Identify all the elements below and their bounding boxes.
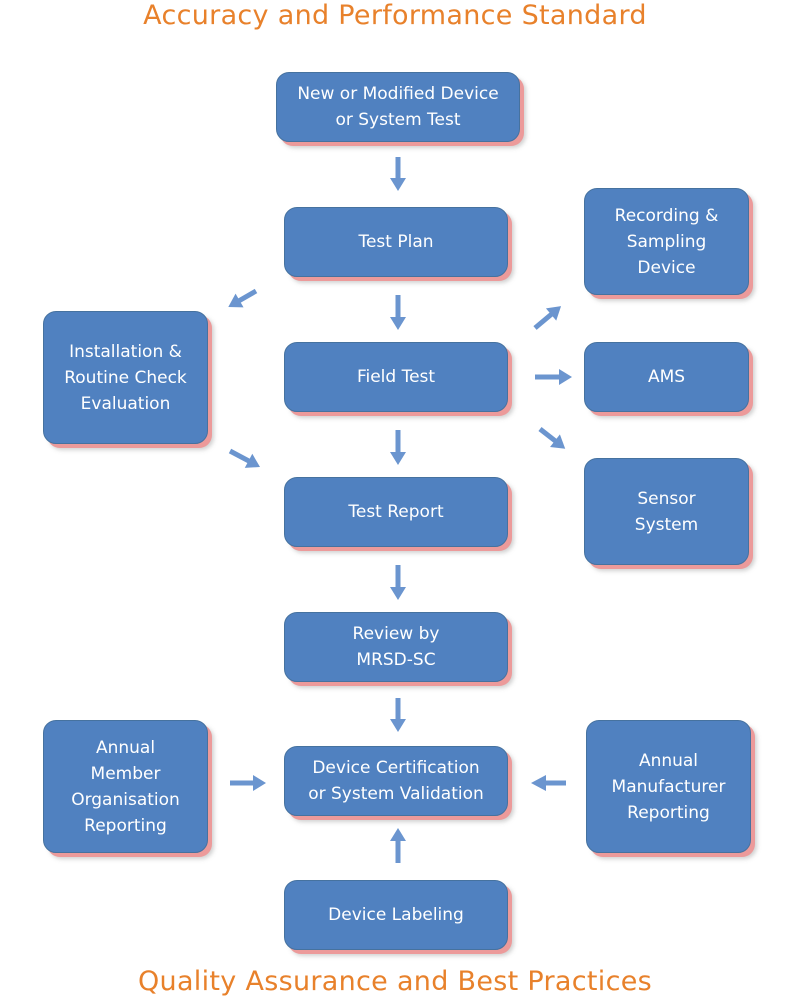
node-annual-member-label: Annual Member Organisation Reporting: [71, 737, 180, 836]
node-installation: Installation & Routine Check Evaluation: [43, 311, 208, 444]
node-installation-label: Installation & Routine Check Evaluation: [64, 341, 187, 414]
arrow-new-device-to-test-plan: [390, 157, 406, 191]
arrow-installation-to-test-report: [228, 448, 261, 468]
node-field-test: Field Test: [284, 342, 508, 412]
arrow-field-test-to-ams: [535, 369, 572, 385]
node-sensor: Sensor System: [584, 458, 749, 565]
node-ams-label: AMS: [647, 367, 686, 387]
bottom-title: Quality Assurance and Best Practices: [137, 966, 653, 997]
arrow-labeling-to-certification: [390, 828, 406, 863]
node-test-plan-label: Test Plan: [358, 232, 434, 252]
node-recording-label: Recording & Sampling Device: [614, 205, 719, 278]
arrow-test-plan-to-field-test: [390, 295, 406, 330]
arrow-field-test-to-test-report: [390, 430, 406, 465]
node-certification: Device Certification or System Validatio…: [284, 746, 508, 816]
node-new-device-label: New or Modified Device or System Test: [297, 84, 499, 130]
arrow-test-plan-to-installation: [228, 288, 258, 308]
arrow-field-test-to-sensor: [538, 427, 566, 449]
node-certification-label: Device Certification or System Validatio…: [308, 758, 484, 804]
arrow-test-report-to-review: [390, 565, 406, 600]
node-annual-member: Annual Member Organisation Reporting: [43, 720, 208, 853]
node-test-report: Test Report: [284, 477, 508, 547]
node-labeling-label: Device Labeling: [328, 905, 464, 925]
node-sensor-label: Sensor System: [634, 488, 699, 535]
arrow-review-to-certification: [390, 698, 406, 732]
arrow-field-test-to-recording: [533, 306, 562, 330]
node-review: Review by MRSD-SC: [284, 612, 508, 682]
node-field-test-label: Field Test: [356, 367, 436, 387]
node-labeling: Device Labeling: [284, 880, 508, 950]
node-new-device: New or Modified Device or System Test: [276, 72, 520, 142]
node-test-plan: Test Plan: [284, 207, 508, 277]
node-recording: Recording & Sampling Device: [584, 188, 749, 295]
node-review-label: Review by MRSD-SC: [352, 624, 440, 670]
node-annual-manufacturer: Annual Manufacturer Reporting: [586, 720, 751, 853]
top-title: Accuracy and Performance Standard: [143, 0, 647, 31]
arrow-annual-member-to-certification: [230, 775, 266, 791]
node-ams: AMS: [584, 342, 749, 412]
node-annual-manufacturer-label: Annual Manufacturer Reporting: [611, 750, 726, 823]
arrow-annual-manufacturer-to-certification: [531, 775, 566, 791]
node-test-report-label: Test Report: [348, 502, 444, 522]
